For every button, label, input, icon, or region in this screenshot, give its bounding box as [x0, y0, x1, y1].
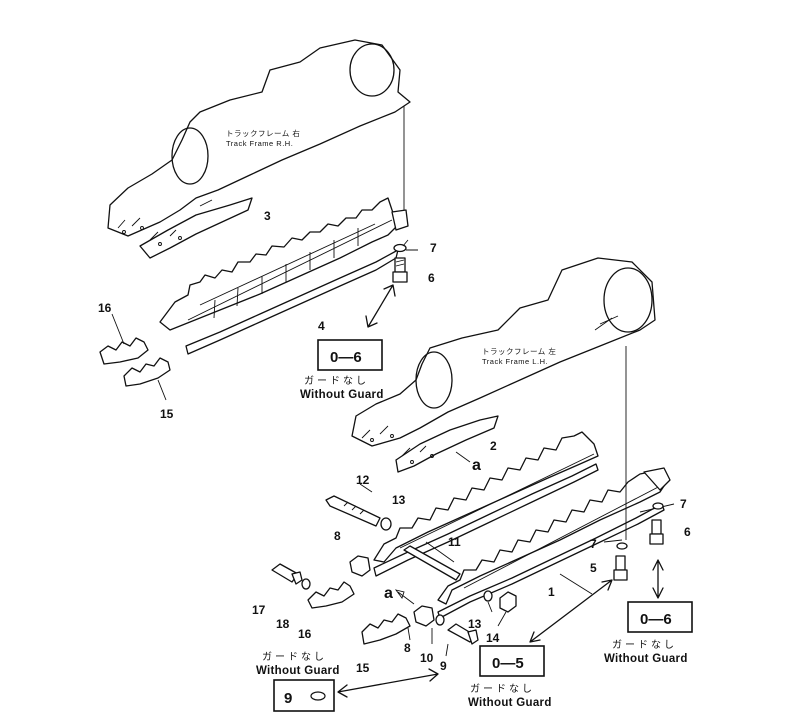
- callout-13-upper: 13: [392, 493, 406, 507]
- washer-18: [301, 578, 311, 590]
- callout-7-right: 7: [680, 497, 687, 511]
- callout-a-lower: a: [384, 585, 393, 602]
- bolt-12: [325, 495, 381, 527]
- ref-box-r2[interactable]: 0—6: [627, 601, 693, 633]
- ref-box-r1-label: 0—6: [330, 349, 362, 366]
- bolt-upper-6: [392, 257, 408, 283]
- callout-9: 9: [440, 659, 447, 673]
- callout-1: 1: [548, 585, 555, 599]
- frame-rh-jp-label: トラックフレーム 右: [226, 128, 300, 138]
- frame-rh-en-label: Track Frame R.H.: [226, 139, 293, 148]
- guard-piece-15-lower: [361, 613, 411, 645]
- washer-7-mid: [616, 542, 628, 550]
- callout-8-upper: 8: [334, 529, 341, 543]
- ref-r1-jp: ガードなし: [304, 375, 369, 387]
- callout-16-upper: 16: [98, 301, 112, 315]
- ref-box-r1[interactable]: 0—6: [317, 339, 383, 371]
- arrow-ref-r2: [652, 559, 664, 599]
- callout-17: 17: [252, 603, 266, 617]
- callout-13-lower: 13: [468, 617, 482, 631]
- callout-2: 2: [490, 439, 497, 453]
- nut-8-upper: [349, 555, 371, 577]
- ref-r1-en: Without Guard: [300, 389, 384, 401]
- nut-14: [499, 591, 517, 613]
- guard-2: [373, 431, 599, 577]
- guard-piece-15-upper: [123, 357, 171, 387]
- bolt-5: [613, 555, 628, 581]
- washer-13-lower: [483, 590, 493, 602]
- ref-box-r4-label: 9: [284, 690, 292, 707]
- washer-10: [435, 614, 445, 626]
- callout-6-upper: 6: [428, 271, 435, 285]
- callout-15-lower: 15: [356, 661, 370, 675]
- ref-r4-en: Without Guard: [256, 665, 340, 677]
- callout-5: 5: [590, 561, 597, 575]
- callout-6-right: 6: [684, 525, 691, 539]
- callout-7-mid: 7: [590, 537, 597, 551]
- callout-18: 18: [276, 617, 290, 631]
- ref-r2-en: Without Guard: [604, 653, 688, 665]
- callout-a-upper: a: [472, 457, 481, 474]
- track-frame-lh: [351, 257, 656, 473]
- nut-8-lower: [413, 605, 435, 627]
- ref-r4-jp: ガードなし: [262, 651, 327, 663]
- track-frame-rh: [107, 39, 411, 259]
- ref-r3-jp: ガードなし: [470, 683, 535, 695]
- bolt-6-right: [649, 519, 664, 545]
- bolt-9: [447, 623, 479, 645]
- ref-box-r4[interactable]: 9: [273, 679, 335, 712]
- ref-box-r3[interactable]: 0—5: [479, 645, 545, 677]
- washer-13-upper: [380, 517, 392, 531]
- washer-7-right: [652, 502, 664, 510]
- callout-12: 12: [356, 473, 370, 487]
- ref-r3-en: Without Guard: [468, 697, 552, 709]
- washer-upper-7: [393, 243, 407, 253]
- guard-piece-16-upper: [99, 337, 149, 365]
- callout-7-upper: 7: [430, 241, 437, 255]
- arrow-ref-r4: [337, 668, 439, 698]
- rod-11: [403, 545, 461, 581]
- callout-16-lower: 16: [298, 627, 312, 641]
- callout-4: 4: [318, 319, 325, 333]
- callout-10: 10: [420, 651, 434, 665]
- ref-r2-jp: ガードなし: [612, 639, 677, 651]
- callout-3: 3: [264, 209, 271, 223]
- ref-box-r4-nut-icon: [310, 691, 326, 701]
- arrow-ref-r1: [365, 284, 396, 328]
- frame-lh-en-label: Track Frame L.H.: [482, 357, 548, 366]
- guard-rh: [159, 197, 409, 355]
- callout-15-upper: 15: [160, 407, 174, 421]
- guard-1: [437, 467, 671, 619]
- frame-lh-jp-label: トラックフレーム 左: [482, 346, 556, 356]
- callout-11: 11: [448, 535, 461, 549]
- ref-box-r2-label: 0—6: [640, 611, 672, 628]
- ref-box-r3-label: 0—5: [492, 655, 524, 672]
- callout-8-lower: 8: [404, 641, 411, 655]
- bolt-17: [271, 563, 303, 585]
- callout-14: 14: [486, 631, 500, 645]
- arrow-ref-r3: [529, 579, 613, 643]
- guard-piece-16-lower: [307, 581, 355, 609]
